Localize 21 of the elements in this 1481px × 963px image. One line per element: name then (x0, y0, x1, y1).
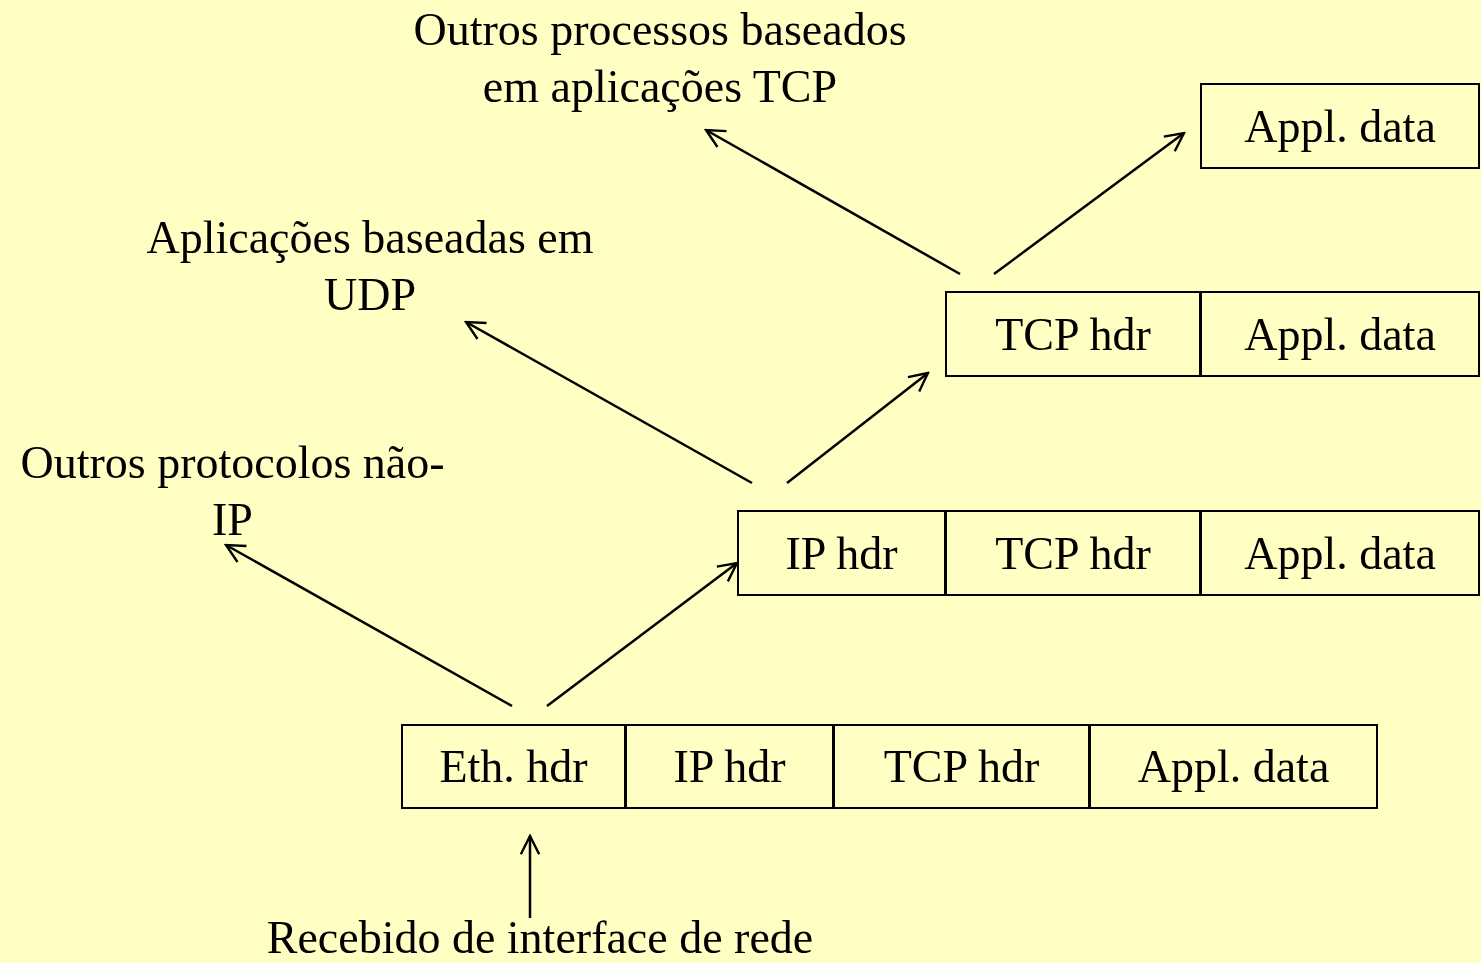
text-label: Outros processos baseados em aplicações TCP (412, 2, 908, 114)
packet-field: Appl. data (1200, 83, 1480, 169)
packet-field: IP hdr (625, 724, 834, 809)
packet-field: TCP hdr (833, 724, 1090, 809)
arrow (224, 543, 513, 708)
arrow (786, 371, 930, 484)
arrow (704, 128, 961, 276)
packet-field: Eth. hdr (401, 724, 626, 809)
arrow (993, 131, 1186, 275)
text-label: Recebido de interface de rede (266, 911, 814, 963)
packet-field: Appl. data (1200, 291, 1480, 377)
text-label: Outros protocolos não-IP (19, 435, 446, 547)
packet-field: TCP hdr (945, 291, 1201, 377)
arrow (464, 320, 753, 485)
packet-field: IP hdr (737, 510, 946, 596)
packet-field: TCP hdr (945, 510, 1201, 596)
arrow (519, 834, 541, 918)
packet-field: Appl. data (1200, 510, 1480, 596)
text-label: Aplicações baseadas em UDP (145, 210, 595, 322)
packet-field: Appl. data (1089, 724, 1378, 809)
arrow (546, 561, 739, 707)
